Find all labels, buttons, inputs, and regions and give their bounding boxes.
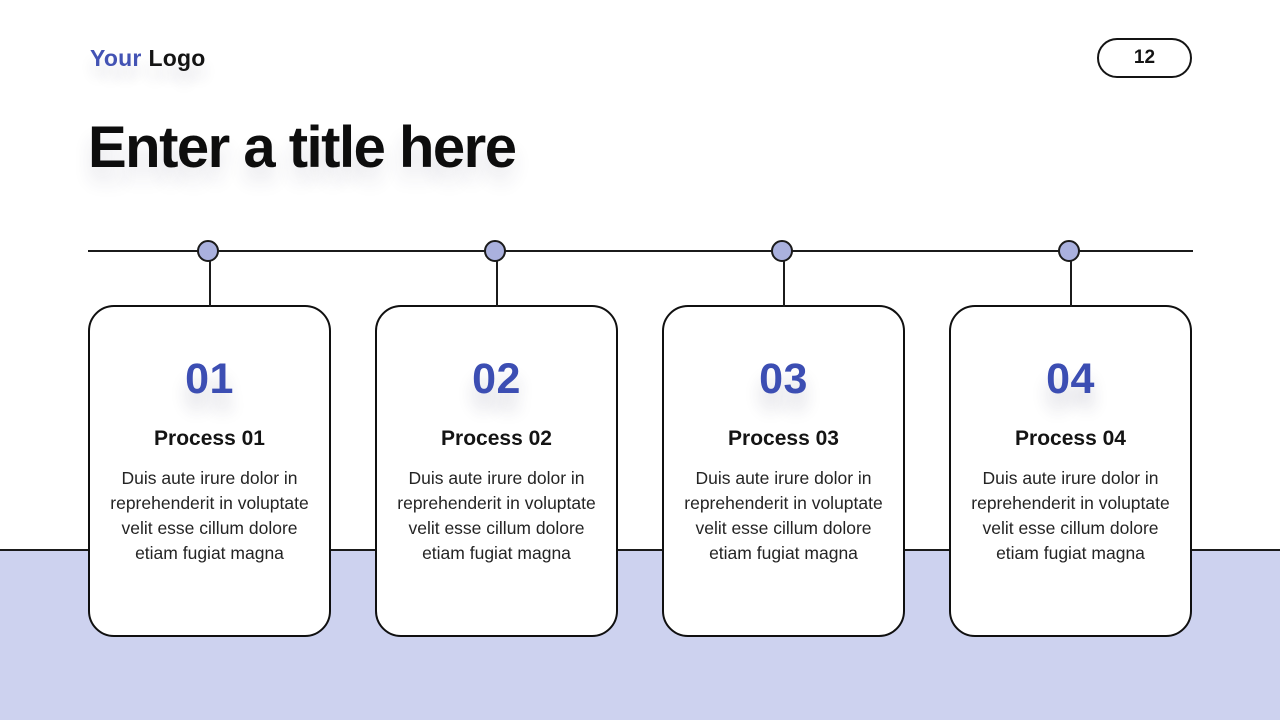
timeline-node-icon	[483, 240, 506, 262]
process-card-2[interactable]: 02 Process 02 Duis aute irure dolor in r…	[375, 240, 618, 637]
slide-title[interactable]: Enter a title here	[88, 115, 517, 180]
timeline-node-icon	[196, 240, 219, 262]
step-number: 03	[759, 355, 808, 403]
step-heading: Process 04	[1015, 427, 1126, 450]
connector-line	[1069, 253, 1072, 307]
step-number: 04	[1046, 355, 1095, 403]
step-body: Duis aute irure dolor in reprehenderit i…	[684, 468, 883, 563]
timeline-node-icon	[770, 240, 793, 262]
step-heading: Process 01	[154, 427, 265, 450]
step-heading: Process 02	[441, 427, 552, 450]
connector-line	[208, 253, 211, 307]
logo-text-logo: Logo	[148, 45, 206, 71]
timeline-line	[88, 250, 1193, 252]
process-card-3[interactable]: 03 Process 03 Duis aute irure dolor in r…	[662, 240, 905, 637]
page-number: 12	[1133, 47, 1156, 68]
timeline-node-icon	[1057, 240, 1080, 262]
connector-line	[782, 253, 785, 307]
page-number-pill[interactable]: 12	[1097, 38, 1192, 78]
logo-text-your: Your	[90, 45, 142, 71]
step-number: 02	[472, 355, 521, 403]
process-card-1[interactable]: 01 Process 01 Duis aute irure dolor in r…	[88, 240, 331, 637]
step-body: Duis aute irure dolor in reprehenderit i…	[110, 468, 309, 563]
step-number: 01	[185, 355, 234, 403]
process-cards-row: 01 Process 01 Duis aute irure dolor in r…	[88, 240, 1192, 637]
step-body: Duis aute irure dolor in reprehenderit i…	[397, 468, 596, 563]
step-body: Duis aute irure dolor in reprehenderit i…	[971, 468, 1170, 563]
step-heading: Process 03	[728, 427, 839, 450]
process-card-4[interactable]: 04 Process 04 Duis aute irure dolor in r…	[949, 240, 1192, 637]
connector-line	[495, 253, 498, 307]
